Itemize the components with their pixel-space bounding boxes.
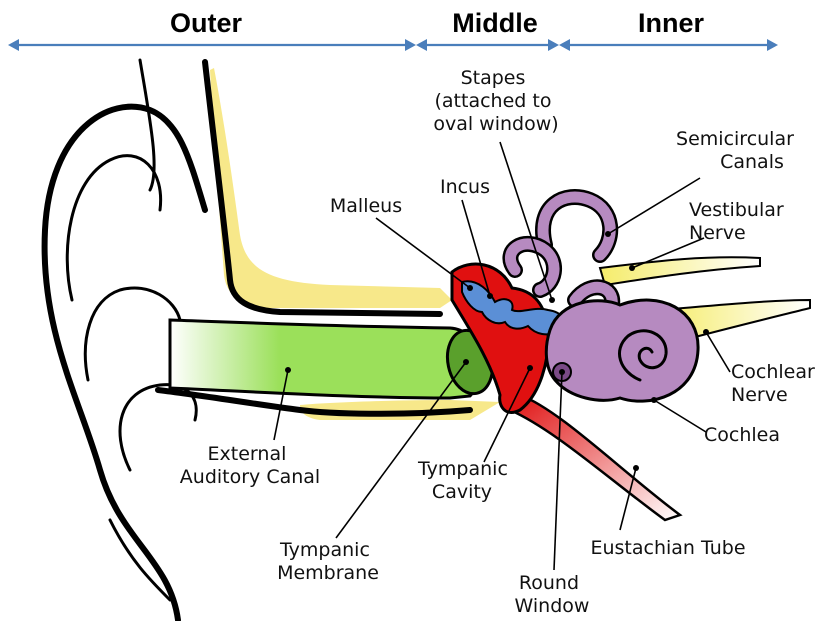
section-arrows (8, 39, 778, 51)
label-tympanic-membrane: Tympanic Membrane (277, 539, 379, 584)
label-tympanic-cavity: Tympanic Cavity (417, 458, 514, 503)
outer-title: Outer (170, 8, 243, 38)
label-eustachian-tube: Eustachian Tube (590, 537, 745, 559)
external-auditory-canal (170, 320, 482, 398)
label-semicircular-canals: Semicircular Canals (676, 128, 800, 173)
label-malleus: Malleus (330, 195, 402, 217)
label-external-auditory-canal: External Auditory Canal (180, 443, 320, 488)
label-cochlea: Cochlea (704, 424, 780, 446)
vestibular-nerve-shape (600, 257, 760, 285)
cochlea (546, 300, 698, 401)
semicircular-canals (510, 197, 612, 305)
label-vestibular-nerve: Vestibular Nerve (689, 199, 790, 244)
middle-title: Middle (452, 8, 538, 38)
eustachian-tube (510, 395, 680, 520)
temporal-bone-upper (210, 68, 452, 308)
label-round-window: Round Window (515, 572, 590, 617)
inner-title: Inner (638, 8, 705, 38)
label-cochlear-nerve: Cochlear Nerve (731, 361, 821, 406)
label-incus: Incus (440, 176, 490, 198)
label-stapes: Stapes (attached to oval window) (433, 67, 558, 135)
